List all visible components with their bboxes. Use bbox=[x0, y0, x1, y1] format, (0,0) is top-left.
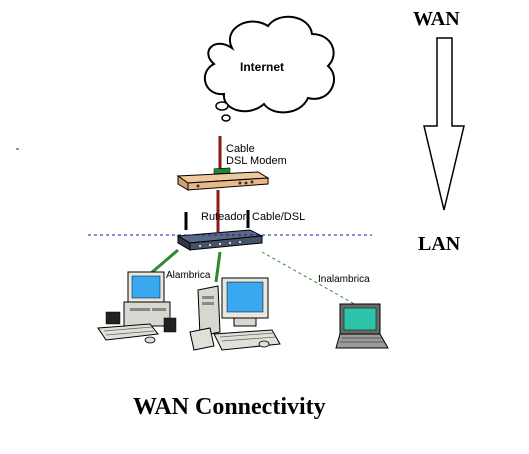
internet-label: Internet bbox=[240, 60, 284, 74]
lan-label: LAN bbox=[418, 233, 461, 255]
desktop-computer-icon-2 bbox=[189, 277, 281, 351]
router-label-right: Cable/DSL bbox=[252, 211, 305, 223]
desktop-computer-icon-1 bbox=[97, 271, 177, 344]
wired-link-2 bbox=[214, 251, 222, 283]
router-icon bbox=[176, 210, 264, 251]
modem-icon bbox=[176, 167, 270, 191]
diagram-title: WAN Connectivity bbox=[133, 394, 326, 420]
wireless-link bbox=[261, 251, 359, 307]
wireless-label: Inalambrica bbox=[318, 274, 370, 285]
modem-label-line1: Cable bbox=[226, 143, 255, 155]
down-arrow-icon bbox=[423, 37, 465, 211]
laptop-icon bbox=[335, 303, 389, 349]
internet-cloud: Internet bbox=[203, 15, 335, 122]
modem-label-line2: DSL Modem bbox=[226, 155, 287, 167]
wired-link-1 bbox=[149, 248, 179, 276]
wired-label: Alambrica bbox=[166, 270, 211, 281]
router-label-left: Ruteador bbox=[201, 211, 247, 223]
wan-label: WAN bbox=[413, 8, 460, 30]
